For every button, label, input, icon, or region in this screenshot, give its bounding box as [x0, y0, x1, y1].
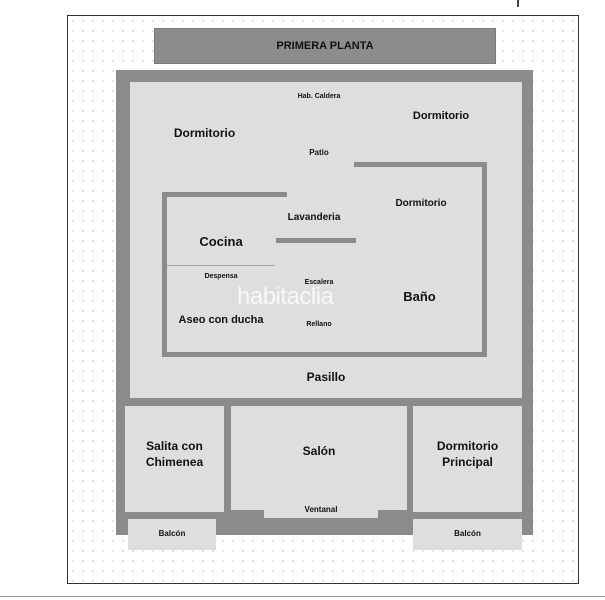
room-dormitorio-principal: Dormitorio Principal — [413, 406, 522, 512]
room-bano-label: Baño — [403, 288, 436, 304]
room-balcon-left: Balcón — [128, 519, 216, 550]
room-escalera: Escalera Rellano — [287, 247, 351, 352]
room-balcon-left-label: Balcón — [158, 529, 186, 539]
room-dormitorio-ne-label: Dormitorio — [412, 109, 470, 122]
inner-wall-left — [162, 192, 167, 357]
room-patio-label: Patio — [309, 147, 329, 157]
room-dormitorio-ne: Dormitorio — [360, 82, 522, 162]
room-aseo-label: Aseo con ducha — [178, 314, 264, 327]
room-salita-label: Salita con Chimenea — [145, 439, 204, 469]
inner-wall-top — [162, 192, 287, 197]
room-salon-label: Salón — [302, 444, 336, 459]
bottom-rule — [0, 596, 605, 597]
room-salita: Salita con Chimenea — [125, 406, 224, 512]
room-salon: Salón — [231, 406, 407, 510]
inner-wall-right — [482, 162, 487, 357]
floor-plan: Pasillo Dormitorio Hab. Caldera Patio Do… — [116, 70, 533, 550]
room-aseo: Aseo con ducha — [167, 291, 275, 350]
floor-title-text: PRIMERA PLANTA — [276, 40, 374, 52]
room-escalera-label: Escalera — [304, 278, 334, 286]
room-dormitorio-e: Dormitorio — [360, 167, 482, 239]
room-despensa: Despensa — [167, 265, 275, 287]
room-ventanal: Ventanal — [264, 502, 378, 518]
room-dormitorio-e-label: Dormitorio — [395, 197, 447, 209]
edge-mark — [517, 0, 519, 7]
inner-wall-bottom — [162, 352, 487, 357]
room-bano: Baño — [360, 247, 479, 347]
watermark-logo: habitaclia — [237, 283, 334, 310]
room-balcon-right: Balcón — [413, 519, 522, 550]
room-balcon-right-label: Balcón — [454, 529, 481, 539]
room-dormitorio-nw: Dormitorio — [130, 82, 279, 192]
room-cocina-label: Cocina — [199, 233, 243, 249]
inner-wall-mid — [276, 238, 356, 243]
floor-title: PRIMERA PLANTA — [154, 28, 496, 64]
room-rellano-label: Rellano — [306, 321, 332, 329]
room-ventanal-label: Ventanal — [304, 504, 338, 514]
room-hab-caldera-label: Hab. Caldera — [297, 92, 341, 100]
room-patio: Patio — [287, 117, 351, 189]
room-despensa-label: Despensa — [204, 272, 238, 280]
room-lavanderia: Lavanderia — [275, 197, 353, 238]
room-dormitorio-principal-label: Dormitorio Principal — [436, 439, 499, 469]
inner-wall-top-right — [354, 162, 487, 167]
room-lavanderia-label: Lavanderia — [287, 212, 341, 223]
room-pasillo-label: Pasillo — [306, 370, 346, 385]
room-hab-caldera: Hab. Caldera — [287, 82, 351, 111]
room-dormitorio-nw-label: Dormitorio — [173, 126, 236, 141]
